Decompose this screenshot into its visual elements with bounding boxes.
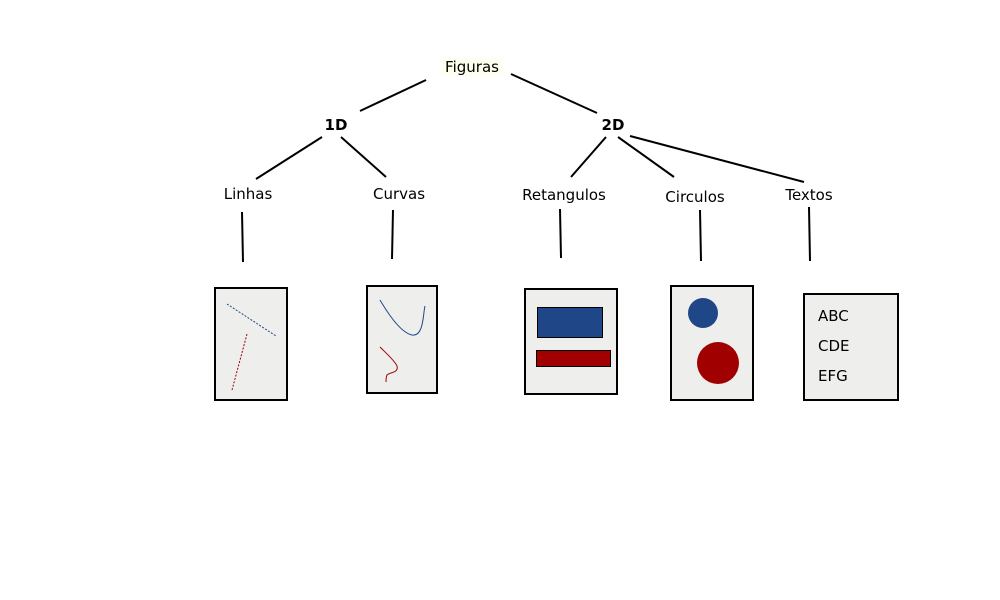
circles-sample-graphic [688,298,739,384]
edge-1d-linhas [255,136,323,180]
rectangles-sample-box [524,288,618,395]
red-rectangle [536,350,611,367]
edge-linhas-box [241,211,244,263]
edge-root-2d [510,73,598,114]
text-line-1: ABC [818,307,849,325]
blue-rectangle [537,307,603,338]
edge-curvas-box [391,209,394,260]
edge-retangulos-box [559,208,562,259]
node-root-figuras: Figuras [441,58,503,76]
text-line-3: EFG [818,367,848,385]
blue-circle [688,298,718,328]
node-textos: Textos [785,186,833,204]
edge-2d-circulos [617,136,675,178]
red-circle [697,342,739,384]
node-curvas: Curvas [372,185,426,203]
curves-sample-graphic [379,299,426,383]
edge-1d-curvas [340,136,387,178]
edge-2d-retangulos [570,136,607,178]
red-dashed-line [231,333,248,391]
circles-sample-box [670,285,754,401]
curves-sample-box [366,285,438,394]
red-curve [379,346,398,383]
edge-circulos-box [699,209,702,262]
edge-2d-textos [629,135,805,183]
blue-curve [379,299,426,336]
text-sample-box: ABC CDE EFG [803,293,899,401]
text-line-2: CDE [818,337,850,355]
node-circulos: Circulos [665,188,725,206]
node-1d: 1D [324,116,348,134]
lines-sample-box [214,287,288,401]
node-linhas: Linhas [223,185,273,203]
blue-dashed-line [226,303,277,337]
lines-sample-graphic [226,303,277,391]
node-2d: 2D [601,116,625,134]
node-retangulos: Retangulos [522,186,606,204]
edge-root-1d [359,79,427,112]
edge-textos-box [808,206,811,262]
tree-edges [241,73,811,263]
